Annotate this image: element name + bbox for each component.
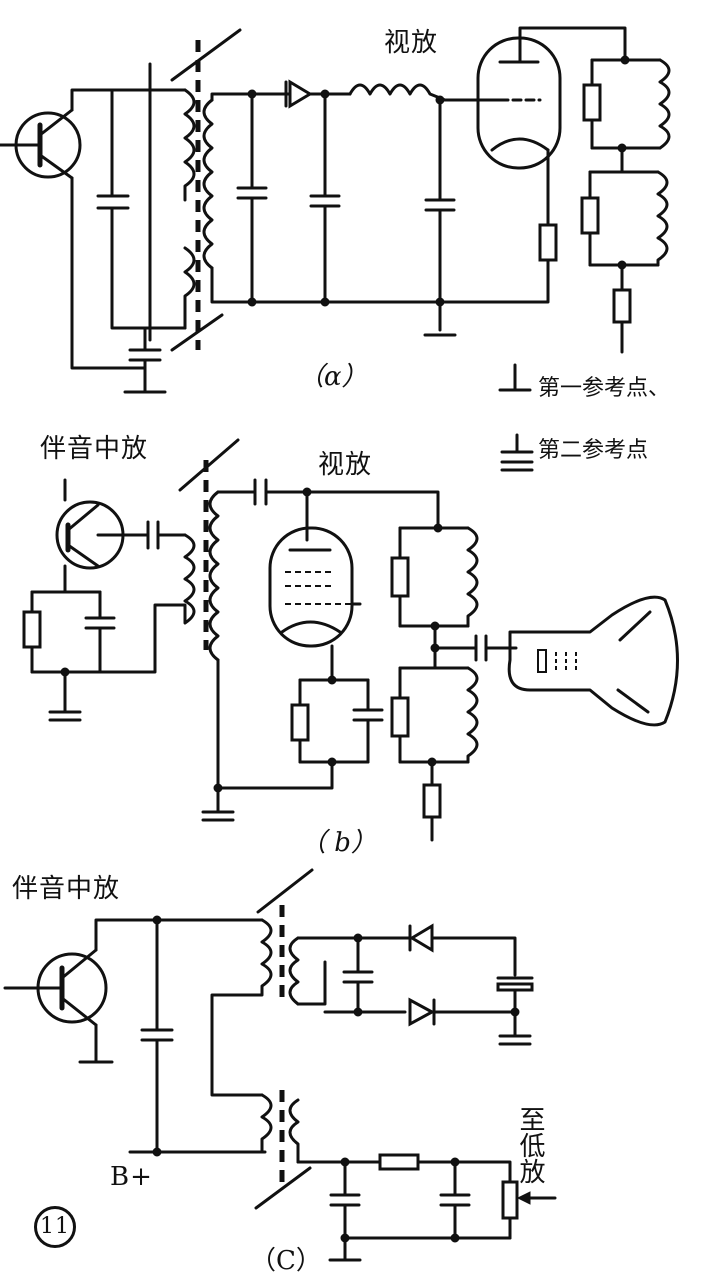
- circuit-a: [0, 26, 671, 394]
- video-tube-b: [268, 526, 362, 682]
- circuit-b: [22, 438, 679, 842]
- legend-first-ref: 第一参考点、: [538, 376, 671, 401]
- circuit-c: [3, 868, 557, 1262]
- first-reference-symbol: [498, 363, 532, 392]
- figure-number: 11: [34, 1206, 76, 1248]
- picture-tube: [507, 595, 679, 727]
- caption-b: （ b）: [300, 828, 377, 858]
- label-c-bplus: B+: [110, 1162, 153, 1192]
- transistor-a: [0, 108, 82, 180]
- video-tube-a: [443, 26, 627, 262]
- label-c-to-audio: 至低放: [515, 1106, 545, 1184]
- transistor-b: [55, 478, 142, 570]
- transistor-c: [3, 948, 114, 1064]
- second-reference-symbol: [500, 433, 534, 472]
- label-a-video-amp: 视放: [384, 28, 439, 58]
- label-c-sound-if: 伴音中放: [12, 874, 121, 904]
- label-b-video-amp: 视放: [318, 450, 373, 480]
- legend-second-ref: 第二参考点: [538, 438, 649, 463]
- legend: [498, 363, 534, 472]
- caption-c: （C）: [250, 1246, 322, 1276]
- label-b-sound-if: 伴音中放: [40, 434, 149, 464]
- caption-a: （ɑ）: [298, 362, 368, 392]
